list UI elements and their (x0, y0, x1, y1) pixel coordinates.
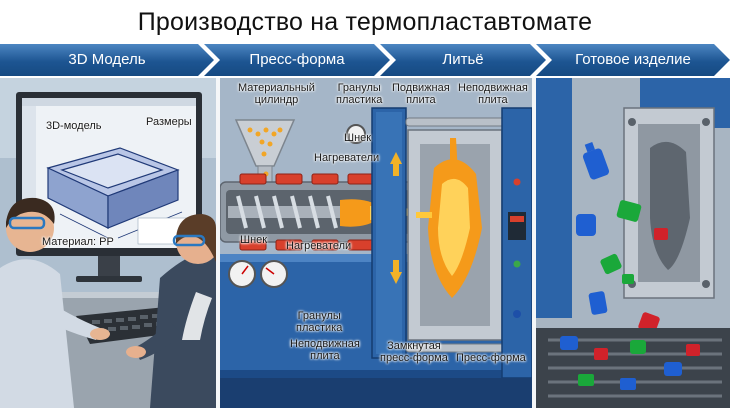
moving-plate (371, 107, 407, 359)
conveyor (536, 328, 730, 408)
closed-mold (407, 129, 503, 341)
panel-divider (532, 78, 536, 408)
engineer-right (126, 214, 216, 408)
label-screw-top: Шнек (344, 132, 372, 144)
screen-label-dimensions: Размеры (146, 116, 192, 128)
step-finished-product: Готовое изделие (536, 44, 730, 76)
page-title: Производство на термопластавтомате (137, 8, 593, 36)
fixed-plate (501, 107, 532, 379)
panel-finished-product (536, 78, 730, 408)
label-screw-bottom: Шнек (240, 234, 268, 246)
step-3d-model: 3D Модель (0, 44, 214, 76)
open-mold (623, 107, 715, 299)
step-injection: Литьё (380, 44, 546, 76)
label-heaters-bottom: Нагреватели (286, 240, 352, 252)
process-steps-banner: 3D Модель Пресс-форма Литьё Готовое изде… (0, 44, 730, 76)
step-mold: Пресс-форма (204, 44, 390, 76)
label-heaters-top: Нагреватели (314, 152, 380, 164)
panel-3d-model-illustration (0, 78, 216, 408)
label-mold: Пресс-форма (456, 352, 526, 364)
material-cylinder (220, 181, 417, 243)
panel-3d-model: 3D-модель Размеры Материал: PP (0, 78, 216, 408)
engineer-left (0, 197, 110, 408)
pressure-gauges (228, 124, 366, 288)
finished-product-illustration (536, 78, 730, 408)
screen-label-material: Материал: PP (42, 236, 114, 248)
screen-label-3d-model: 3D-модель (46, 120, 102, 132)
injection-machine-illustration (220, 78, 532, 408)
heater-bands (239, 173, 375, 251)
molded-parts (576, 141, 668, 334)
panel-divider (216, 78, 220, 408)
